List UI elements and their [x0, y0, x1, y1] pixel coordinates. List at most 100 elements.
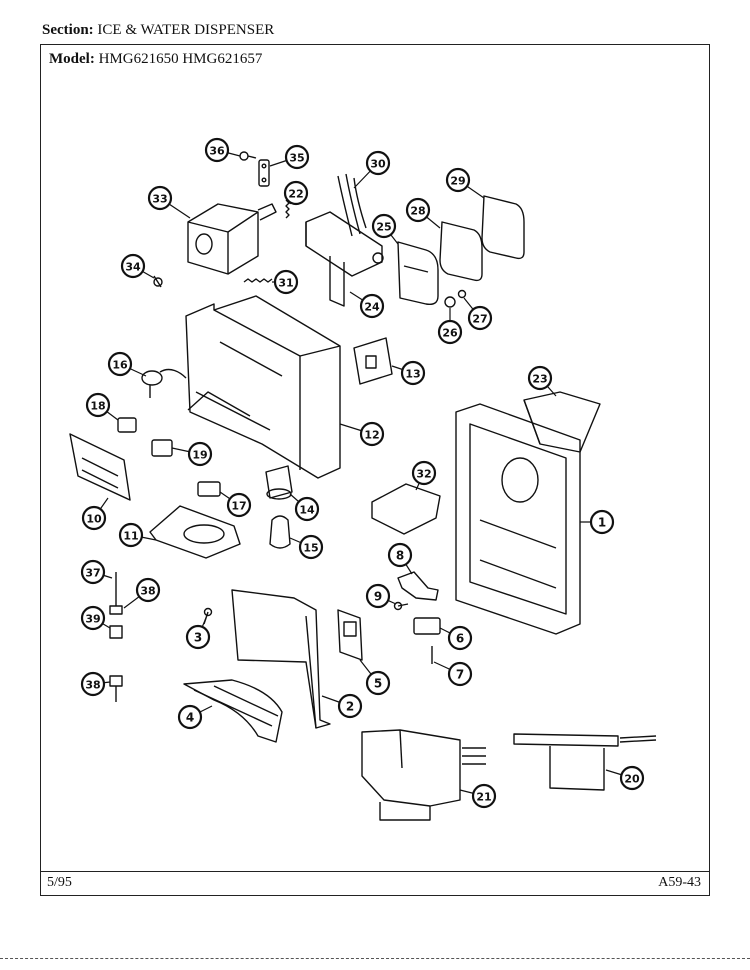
part-39-fitting — [109, 625, 123, 639]
callout-8: 8 — [387, 542, 413, 575]
callout-38-second-number: 38 — [85, 679, 100, 692]
part-22-spring — [285, 199, 290, 219]
callout-13: 13 — [391, 360, 426, 386]
callout-32-number: 32 — [416, 468, 431, 481]
part-27-nut — [457, 289, 467, 299]
callout-19-number: 19 — [192, 449, 207, 462]
callout-29-number: 29 — [450, 175, 465, 188]
callout-10: 10 — [81, 497, 109, 531]
callout-15: 15 — [289, 534, 324, 560]
part-3-screw — [203, 607, 213, 625]
part-15-lamp — [269, 515, 291, 549]
callout-7-circle — [447, 661, 473, 687]
callout-24-number: 24 — [364, 301, 380, 314]
callout-32-circle — [411, 460, 437, 486]
callout-21-number: 21 — [476, 791, 491, 804]
callout-4-number: 4 — [186, 711, 194, 725]
section-value: ICE & WATER DISPENSER — [97, 22, 275, 38]
callout-5-circle — [365, 670, 391, 696]
callout-38-second: 38 — [80, 671, 111, 697]
callout-20-number: 20 — [624, 773, 640, 786]
callout-35: 35 — [269, 144, 310, 170]
callout-31: 31 — [272, 269, 299, 295]
callout-11-circle — [118, 522, 144, 548]
model-label: Model: — [49, 51, 95, 67]
callout-20: 20 — [605, 765, 645, 791]
callout-20-circle — [619, 765, 645, 791]
callout-10-circle — [81, 505, 107, 531]
part-4-grille — [183, 679, 283, 743]
callout-30-number: 30 — [370, 158, 386, 171]
callout-34: 34 — [120, 253, 155, 279]
callout-37-number: 37 — [85, 567, 100, 580]
callout-25: 25 — [371, 213, 399, 245]
callout-17-number: 17 — [231, 500, 246, 513]
callout-18: 18 — [85, 392, 119, 421]
callout-2-number: 2 — [346, 700, 354, 714]
part-29-lens — [481, 195, 525, 260]
part-19-switch — [151, 439, 173, 457]
callout-27-circle — [467, 305, 493, 331]
part-8-bracket — [397, 571, 439, 601]
callout-35-number: 35 — [289, 152, 304, 165]
callout-4: 4 — [177, 704, 213, 730]
callout-2: 2 — [321, 693, 363, 719]
part-25-cover — [397, 241, 439, 306]
callout-23-number: 23 — [532, 373, 547, 386]
part-31-spring — [243, 278, 273, 283]
part-12-housing — [185, 295, 341, 479]
callout-24-circle — [359, 293, 385, 319]
callout-39-number: 39 — [85, 613, 100, 626]
callout-9: 9 — [365, 583, 397, 609]
part-13-board — [353, 337, 393, 385]
part-14-valve — [265, 465, 293, 500]
callout-30: 30 — [353, 150, 391, 189]
callout-24: 24 — [349, 291, 385, 319]
callout-5: 5 — [359, 659, 391, 696]
callout-29: 29 — [445, 167, 485, 199]
footer-date: 5/95 — [47, 875, 72, 890]
callout-27: 27 — [463, 297, 493, 331]
callout-33-circle — [147, 185, 173, 211]
callout-36-circle — [204, 137, 230, 163]
callout-13-number: 13 — [405, 368, 420, 381]
callout-39: 39 — [80, 605, 111, 631]
callout-1-number: 1 — [598, 516, 606, 530]
callout-11: 11 — [118, 522, 157, 548]
part-24-actuator — [305, 211, 384, 307]
part-36-screw — [239, 151, 257, 161]
callout-9-circle — [365, 583, 391, 609]
callout-28-number: 28 — [410, 205, 425, 218]
callout-38-number: 38 — [140, 585, 155, 598]
callout-39-circle — [80, 605, 106, 631]
callout-16-circle — [107, 351, 133, 377]
callout-34-circle — [120, 253, 146, 279]
callout-3-number: 3 — [194, 631, 202, 645]
part-33-solenoid — [187, 203, 277, 275]
part-32-panel — [371, 483, 441, 535]
part-18-switch — [117, 417, 137, 433]
callout-7-number: 7 — [456, 668, 464, 682]
callout-31-number: 31 — [278, 277, 293, 290]
callout-33-number: 33 — [152, 193, 167, 206]
callout-8-circle — [387, 542, 413, 568]
callout-34-number: 34 — [125, 261, 141, 274]
diagram-frame: Model: HMG621650 HMG621657 5/95 A59-43 — [40, 44, 710, 896]
callout-17: 17 — [219, 491, 252, 518]
part-17-relay — [197, 481, 221, 497]
callout-layer: 1234567891011121314151617181920212223242… — [80, 137, 645, 809]
callout-22-circle — [283, 180, 309, 206]
callout-13-circle — [400, 360, 426, 386]
callout-23: 23 — [527, 365, 557, 397]
callout-14: 14 — [289, 493, 320, 522]
callout-4-circle — [177, 704, 203, 730]
section-label: Section: — [42, 22, 94, 38]
callout-9-number: 9 — [374, 590, 382, 604]
part-34-screw — [153, 275, 163, 288]
section-heading: Section: ICE & WATER DISPENSER — [42, 22, 274, 39]
callout-26: 26 — [437, 308, 463, 345]
part-1-frame — [455, 403, 581, 635]
callout-22-number: 22 — [288, 188, 303, 201]
callout-21: 21 — [459, 783, 497, 809]
